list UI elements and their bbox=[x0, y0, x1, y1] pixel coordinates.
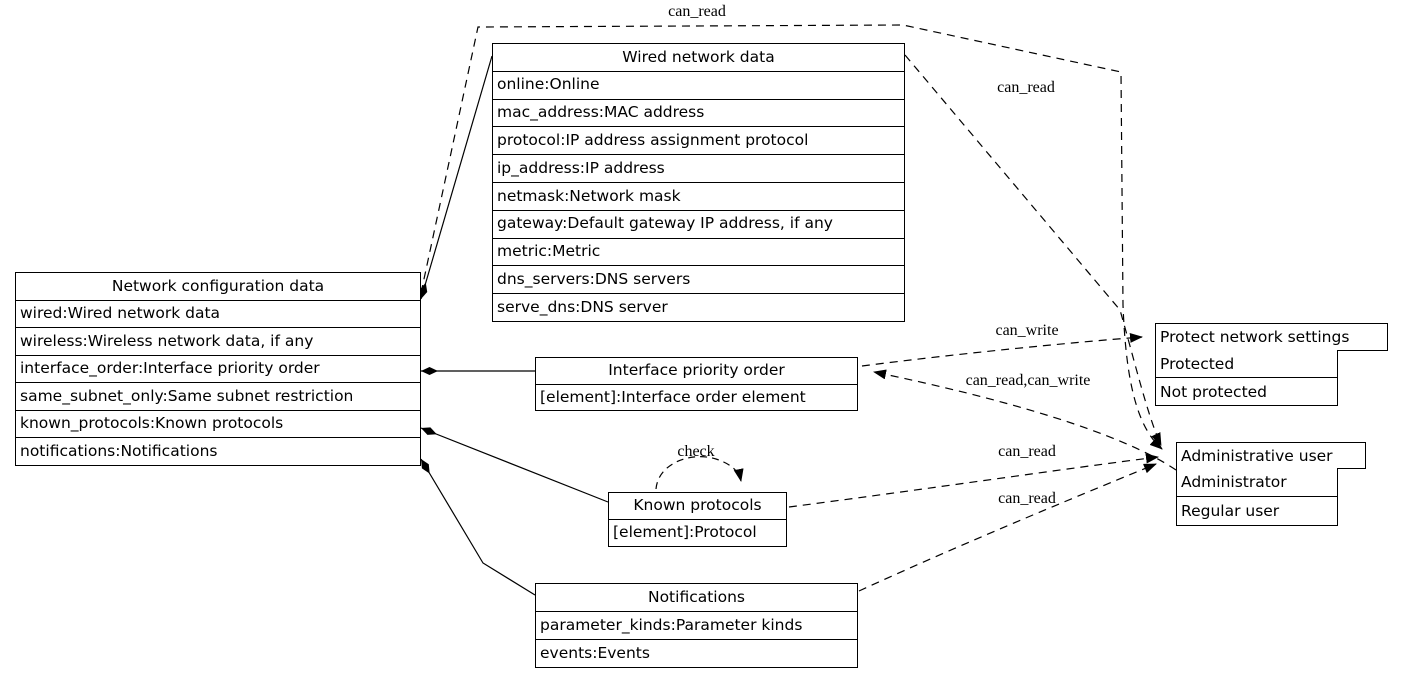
node-network-configuration-data: Network configuration data wired:Wired n… bbox=[15, 272, 421, 466]
row-events: events:Events bbox=[536, 639, 857, 667]
node-title: Known protocols bbox=[633, 496, 762, 515]
edge-label-check: check bbox=[677, 443, 715, 460]
value-administrator: Administrator bbox=[1176, 468, 1338, 497]
node-administrative-user-title: Administrative user bbox=[1176, 442, 1366, 469]
node-title: Notifications bbox=[647, 587, 745, 606]
edge-label-can-write: can_write bbox=[995, 322, 1059, 339]
row-parameter-kinds: parameter_kinds:Parameter kinds bbox=[536, 611, 857, 639]
edge-config-admin-can-read bbox=[420, 24, 1163, 450]
edge-known-admin-can-read bbox=[788, 453, 1159, 508]
node-known-protocols: Known protocols [element]:Protocol bbox=[608, 492, 787, 547]
node-wired-network-data: Wired network data online:Online mac_add… bbox=[492, 43, 905, 322]
row-wired: wired:Wired network data bbox=[16, 299, 420, 328]
row-wireless: wireless:Wireless network data, if any bbox=[16, 327, 420, 355]
row-dns-servers: dns_servers:DNS servers bbox=[493, 265, 904, 293]
node-protect-network-settings-title: Protect network settings bbox=[1155, 323, 1388, 351]
row-element: [element]:Protocol bbox=[609, 519, 786, 546]
value-protected: Protected bbox=[1155, 350, 1338, 378]
edge-label-can-read-known: can_read bbox=[998, 443, 1056, 460]
row-notifications: notifications:Notifications bbox=[16, 437, 420, 465]
row-element: [element]:Interface order element bbox=[536, 383, 857, 411]
edge-label-can-read-top: can_read bbox=[668, 3, 726, 20]
edge-config-known-composition bbox=[420, 427, 609, 503]
value-regular-user: Regular user bbox=[1176, 497, 1338, 526]
edge-label-can-read-can-write: can_read,can_write bbox=[965, 372, 1091, 389]
edge-label-can-read-wired: can_read bbox=[997, 79, 1055, 96]
row-gateway: gateway:Default gateway IP address, if a… bbox=[493, 209, 904, 238]
edge-label-can-read-notifications: can_read bbox=[998, 490, 1056, 507]
node-protect-network-settings-values: Protected Not protected bbox=[1155, 350, 1338, 406]
edge-notifications-admin-can-read bbox=[858, 463, 1157, 592]
edge-config-notifications-composition bbox=[420, 458, 536, 596]
row-protocol: protocol:IP address assignment protocol bbox=[493, 126, 904, 154]
node-administrative-user-values: Administrator Regular user bbox=[1176, 468, 1338, 526]
edge-wired-admin-can-read bbox=[904, 54, 1162, 446]
row-netmask: netmask:Network mask bbox=[493, 181, 904, 210]
edge-check-self-loop bbox=[655, 456, 744, 490]
edge-config-wired-composition bbox=[419, 55, 493, 300]
row-metric: metric:Metric bbox=[493, 237, 904, 266]
edge-interface-protect-can-write bbox=[861, 332, 1143, 367]
value-not-protected: Not protected bbox=[1155, 378, 1338, 406]
row-mac-address: mac_address:MAC address bbox=[493, 98, 904, 127]
node-interface-priority-order: Interface priority order [element]:Inter… bbox=[535, 357, 858, 411]
node-title: Interface priority order bbox=[608, 361, 785, 379]
row-interface-order: interface_order:Interface priority order bbox=[16, 354, 420, 383]
row-online: online:Online bbox=[493, 70, 904, 99]
row-ip-address: ip_address:IP address bbox=[493, 154, 904, 182]
row-known-protocols: known_protocols:Known protocols bbox=[16, 409, 420, 438]
node-title: Network configuration data bbox=[111, 276, 325, 295]
row-same-subnet-only: same_subnet_only:Same subnet restriction bbox=[16, 382, 420, 410]
node-notifications: Notifications parameter_kinds:Parameter … bbox=[535, 583, 858, 668]
node-title: Wired network data bbox=[622, 47, 775, 66]
row-serve-dns: serve_dns:DNS server bbox=[493, 293, 904, 321]
